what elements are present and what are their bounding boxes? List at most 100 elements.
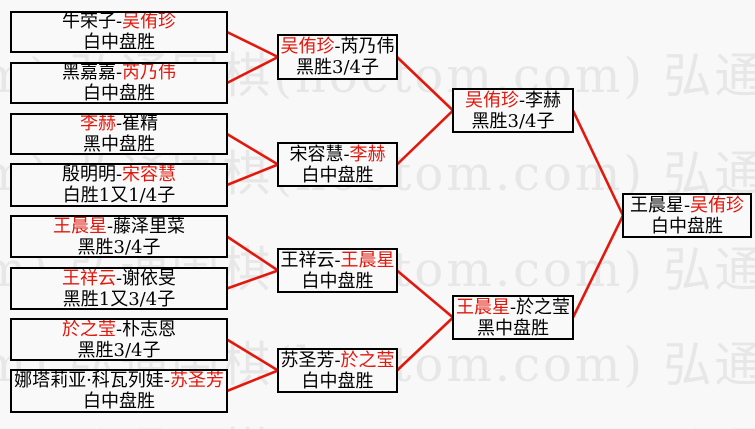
- match-result: 白中盘胜: [651, 215, 723, 237]
- match-box-r3m1: 吴侑珍-李赫黑胜3/4子: [452, 88, 574, 133]
- connector-line: [226, 163, 279, 187]
- match-pairing: 娜塔莉亚·科瓦列娃-苏圣芳: [14, 370, 224, 391]
- player-name: 於之莹: [516, 296, 571, 318]
- match-box-r2m1: 吴侑珍-芮乃伟黑胜3/4子: [277, 34, 398, 80]
- player-name: 殷明明: [61, 164, 116, 185]
- winner-name: 王祥云: [61, 267, 116, 289]
- winner-name: 吴侑珍: [122, 11, 177, 32]
- pairing-separator: -: [115, 113, 123, 134]
- match-result: 黑胜3/4子: [77, 339, 161, 361]
- connector-line: [226, 269, 279, 290]
- match-result: 白中盘胜: [301, 270, 374, 292]
- winner-name: 吴侑珍: [464, 89, 519, 111]
- pairing-separator: -: [334, 36, 341, 57]
- pairing-separator: -: [115, 164, 123, 185]
- winner-name: 宋容慧: [122, 164, 177, 185]
- player-name: 王祥云: [280, 249, 335, 271]
- match-box-r1m3: 李赫-崔精黑中盘胜: [10, 113, 228, 155]
- pairing-separator: -: [115, 267, 123, 289]
- pairing-separator: -: [106, 215, 114, 237]
- winner-name: 苏圣芳: [169, 370, 224, 391]
- match-box-r1m2: 黑嘉嘉-芮乃伟白中盘胜: [10, 62, 228, 104]
- player-name: 牛荣子: [61, 11, 116, 32]
- player-name: 李赫: [525, 89, 562, 111]
- match-result: 黑胜3/4子: [77, 236, 161, 258]
- winner-name: 李赫: [349, 143, 386, 165]
- match-result: 黑胜3/4子: [471, 110, 555, 132]
- pairing-separator: -: [334, 349, 341, 371]
- match-pairing: 李赫-崔精: [79, 113, 159, 134]
- player-name: 芮乃伟: [340, 36, 395, 57]
- match-box-final: 王晨星-吴侑珍白中盘胜: [622, 193, 752, 238]
- winner-name: 吴侑珍: [690, 194, 745, 216]
- match-pairing: 黑嘉嘉-芮乃伟: [61, 62, 177, 83]
- match-pairing: 苏圣芳-於之莹: [280, 350, 394, 371]
- match-result: 白中盘胜: [301, 164, 374, 186]
- player-name: 娜塔莉亚·科瓦列娃: [14, 370, 164, 391]
- match-pairing: 王晨星-於之莹: [456, 297, 570, 318]
- match-pairing: 吴侑珍-李赫: [465, 90, 561, 111]
- match-result: 白中盘胜: [301, 370, 374, 392]
- player-name: 宋容慧: [289, 143, 344, 165]
- player-name: 谢依旻: [122, 267, 177, 289]
- match-pairing: 吴侑珍-芮乃伟: [280, 36, 394, 57]
- match-pairing: 宋容慧-李赫: [289, 144, 385, 165]
- pairing-separator: -: [163, 370, 170, 391]
- pairing-separator: -: [343, 143, 350, 165]
- winner-name: 王晨星: [52, 215, 107, 237]
- match-box-r2m3: 王祥云-王晨星白中盘胜: [277, 248, 398, 293]
- match-pairing: 王祥云-谢依旻: [61, 267, 177, 289]
- connector-line: [226, 369, 279, 393]
- pairing-separator: -: [115, 11, 123, 32]
- player-name: 苏圣芳: [280, 349, 335, 371]
- player-name: 黑嘉嘉: [61, 62, 116, 83]
- winner-name: 芮乃伟: [122, 62, 177, 83]
- pairing-separator: -: [509, 296, 517, 318]
- connector-line: [226, 132, 279, 166]
- match-result: 白中盘胜: [83, 391, 155, 412]
- match-result: 黑中盘胜: [83, 134, 155, 155]
- connector-line: [571, 109, 625, 217]
- winner-name: 李赫: [79, 113, 116, 134]
- match-result: 白中盘胜: [83, 83, 155, 104]
- player-name: 崔精: [122, 113, 159, 134]
- match-pairing: 牛荣子-吴侑珍: [61, 11, 177, 32]
- match-box-r2m4: 苏圣芳-於之莹白中盘胜: [277, 348, 398, 393]
- match-pairing: 王晨星-藤泽里菜: [52, 215, 186, 237]
- connector-line: [396, 56, 454, 112]
- winner-name: 於之莹: [340, 349, 395, 371]
- connector-line: [226, 235, 279, 272]
- match-box-r1m8: 娜塔莉亚·科瓦列娃-苏圣芳白中盘胜: [10, 369, 228, 413]
- match-pairing: 王晨星-吴侑珍: [630, 195, 744, 216]
- match-box-r1m6: 王祥云-谢依旻黑胜1又3/4子: [10, 267, 228, 310]
- connector-line: [571, 214, 625, 319]
- winner-name: 於之莹: [61, 318, 116, 340]
- match-pairing: 於之莹-朴志恩: [61, 318, 176, 340]
- match-pairing: 王祥云-王晨星: [280, 250, 394, 271]
- connector-line: [226, 338, 279, 372]
- winner-name: 吴侑珍: [280, 36, 335, 57]
- winner-name: 王晨星: [455, 296, 510, 318]
- match-box-r1m7: 於之莹-朴志恩黑胜3/4子: [10, 318, 228, 361]
- pairing-separator: -: [518, 89, 526, 111]
- match-result: 黑胜3/4子: [296, 57, 379, 78]
- match-box-r3m2: 王晨星-於之莹黑中盘胜: [452, 295, 574, 340]
- connector-line: [396, 316, 454, 372]
- connector-line: [226, 30, 279, 59]
- connector-line: [396, 269, 454, 319]
- connector-line: [226, 55, 279, 85]
- match-box-r1m1: 牛荣子-吴侑珍白中盘胜: [10, 11, 228, 53]
- pairing-separator: -: [334, 249, 341, 271]
- pairing-separator: -: [115, 62, 123, 83]
- match-box-r2m2: 宋容慧-李赫白中盘胜: [277, 142, 398, 187]
- match-result: 白胜1又1/4子: [62, 185, 176, 206]
- pairing-separator: -: [683, 194, 691, 216]
- match-result: 白中盘胜: [83, 32, 155, 53]
- winner-name: 王晨星: [340, 249, 395, 271]
- pairing-separator: -: [115, 318, 123, 340]
- connector-line: [396, 109, 454, 166]
- match-pairing: 殷明明-宋容慧: [61, 164, 177, 185]
- player-name: 藤泽里菜: [113, 215, 186, 237]
